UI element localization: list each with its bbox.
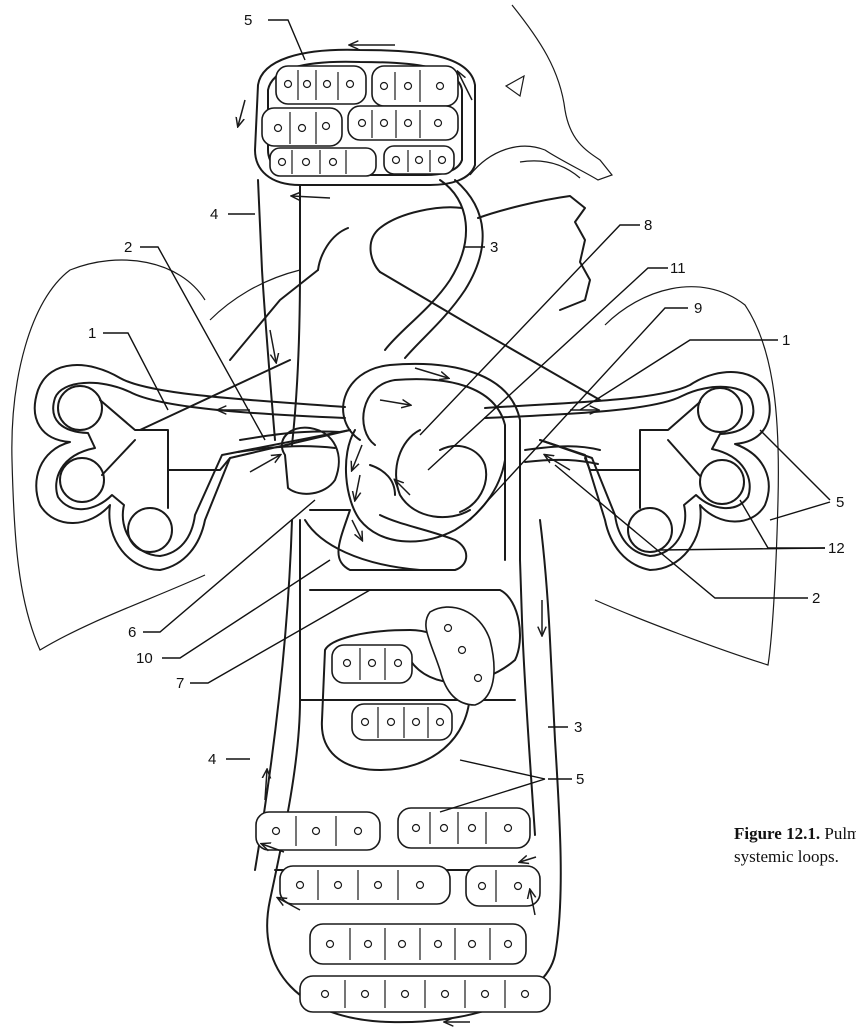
left-alveoli bbox=[35, 360, 350, 570]
label-5-lower: 5 bbox=[576, 771, 584, 788]
label-6: 6 bbox=[128, 624, 136, 641]
caption-line2: systemic loops. bbox=[734, 847, 839, 866]
caption-line1: Pulmonary bbox=[824, 824, 856, 843]
label-8: 8 bbox=[644, 217, 652, 234]
label-5-head: 5 bbox=[244, 12, 252, 29]
figure-number: Figure 12.1. bbox=[734, 824, 820, 843]
right-lung-outline bbox=[595, 287, 778, 665]
label-3-upper: 3 bbox=[490, 239, 498, 256]
label-4-upper: 4 bbox=[210, 206, 218, 223]
lower-capillary-bed bbox=[256, 808, 550, 1012]
eye-icon bbox=[506, 76, 524, 96]
label-4-lower: 4 bbox=[208, 751, 216, 768]
label-2-right: 2 bbox=[812, 590, 820, 607]
trachea bbox=[230, 196, 600, 400]
label-2-left: 2 bbox=[124, 239, 132, 256]
head-capillary-bed bbox=[255, 50, 475, 185]
heart bbox=[282, 364, 520, 570]
label-11: 11 bbox=[670, 260, 686, 277]
head-outline bbox=[470, 5, 612, 180]
body-capillary-bed bbox=[322, 607, 494, 770]
label-1-right: 1 bbox=[782, 332, 790, 349]
left-lung-outline bbox=[12, 260, 300, 650]
right-alveoli bbox=[485, 372, 770, 570]
label-5-right: 5 bbox=[836, 494, 844, 511]
label-10: 10 bbox=[136, 650, 153, 667]
label-7: 7 bbox=[176, 675, 184, 692]
label-1-left: 1 bbox=[88, 325, 96, 342]
label-9: 9 bbox=[694, 300, 702, 317]
figure-caption: Figure 12.1. Pulmonary systemic loops. bbox=[734, 822, 856, 868]
label-12: 12 bbox=[828, 540, 845, 557]
label-3-lower: 3 bbox=[574, 719, 582, 736]
